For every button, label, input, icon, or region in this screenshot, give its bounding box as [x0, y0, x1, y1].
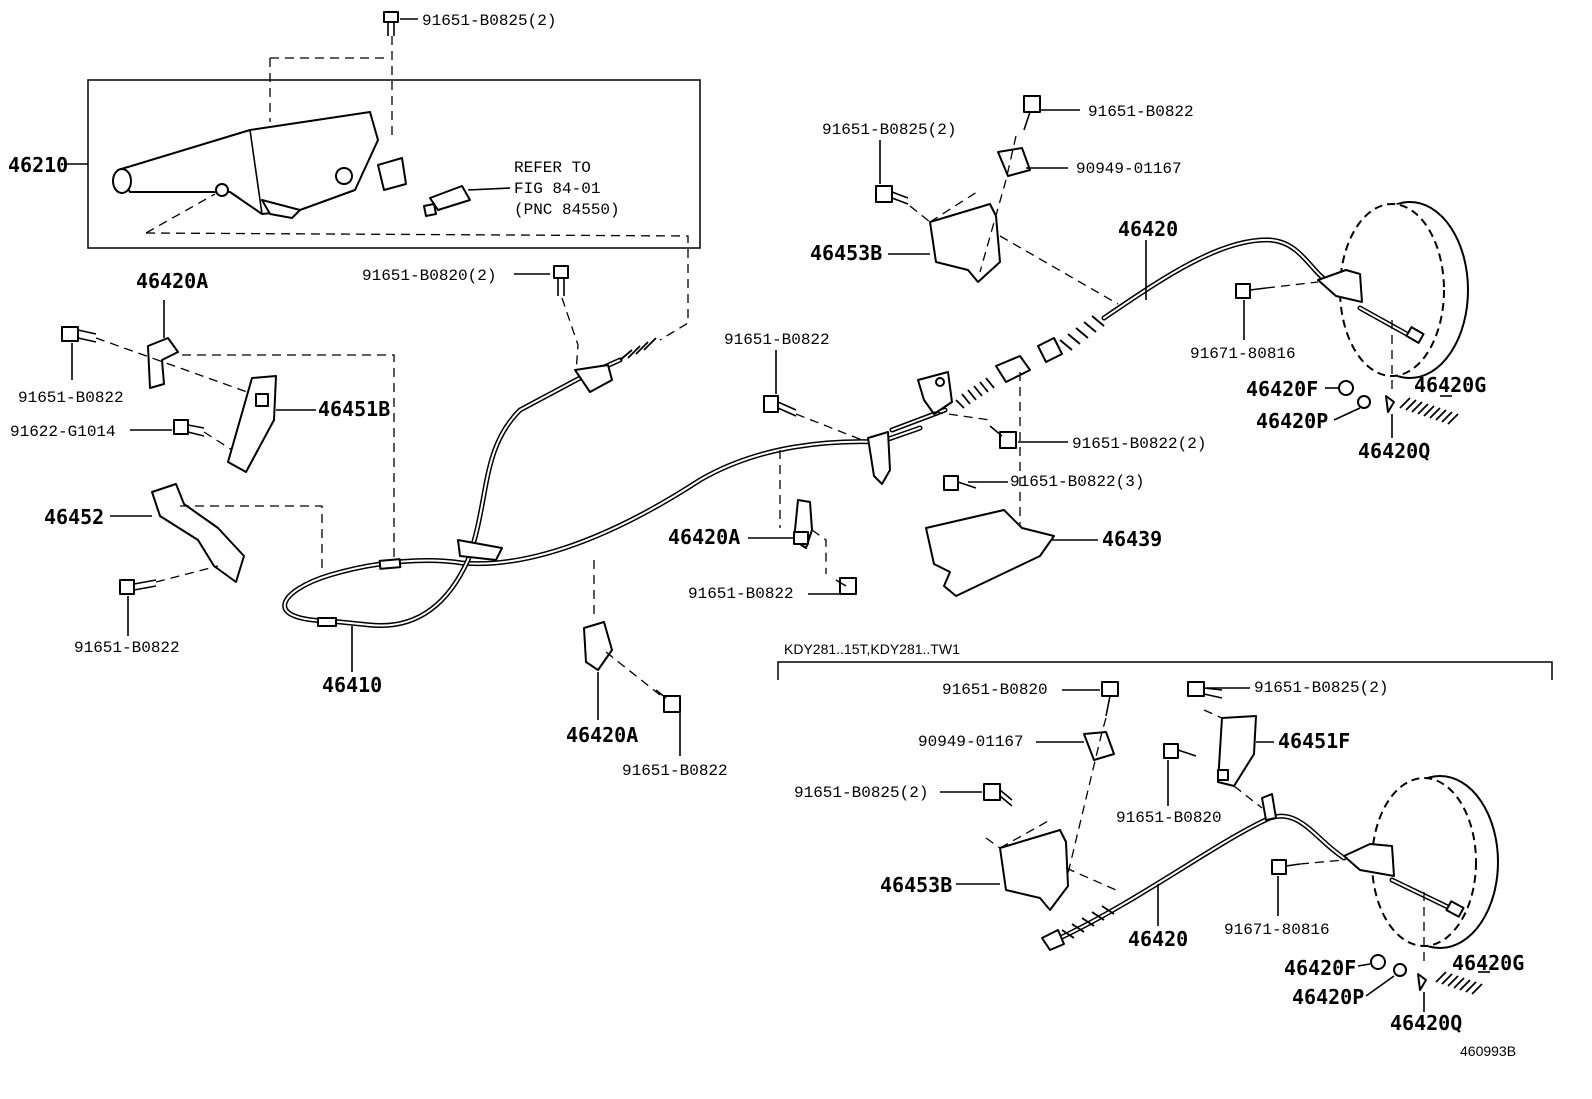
- bolt-icon: [1271, 859, 1301, 875]
- label-bolt-0820-b: 91651-B0820: [942, 681, 1048, 699]
- bracket-46439[interactable]: [925, 509, 1055, 597]
- bracket-46453B-lower[interactable]: [999, 829, 1069, 911]
- bolt-icon: [1187, 681, 1223, 699]
- label-bolt-80816-a: 91671-80816: [1190, 345, 1296, 363]
- label-bolt-0822-a: 91651-B0822: [18, 389, 124, 407]
- label-46420P-b: 46420P: [1292, 985, 1364, 1009]
- label-bolt-0820-c: 91651-B0820: [1116, 809, 1222, 827]
- variant-label: KDY281..15T,KDY281..TW1: [784, 641, 960, 657]
- label-bolt-80816-b: 91671-80816: [1224, 921, 1330, 939]
- label-clip-01167-b: 90949-01167: [918, 733, 1024, 751]
- label-46420A-3: 46420A: [668, 525, 740, 549]
- bracket-46451F[interactable]: [1217, 715, 1257, 787]
- bolt-icon: [655, 689, 681, 713]
- bracket-46420A-lower[interactable]: [583, 621, 613, 671]
- label-bolt-top: 91651-B0825(2): [422, 12, 556, 30]
- bracket-46453B-upper[interactable]: [929, 203, 1001, 283]
- label-46210: 46210: [8, 153, 68, 177]
- cable-bracket: [867, 431, 891, 485]
- bolt-icon: [1235, 283, 1267, 299]
- label-46452: 46452: [44, 505, 104, 529]
- refer-line-3: (PNC 84550): [514, 201, 620, 219]
- parking-brake-lever[interactable]: [112, 111, 379, 219]
- label-46420F-a: 46420F: [1246, 377, 1318, 401]
- label-bolt-0825-2a: 91651-B0825(2): [822, 121, 956, 139]
- bolt-icon: [989, 425, 1017, 449]
- label-bolt-0822-d: 91651-B0822: [724, 331, 830, 349]
- label-46439: 46439: [1102, 527, 1162, 551]
- bolt-icon: [1101, 681, 1119, 717]
- label-46451B: 46451B: [318, 397, 390, 421]
- label-46420F-b: 46420F: [1284, 956, 1356, 980]
- label-46453B-b: 46453B: [880, 873, 952, 897]
- label-46420P-a: 46420P: [1256, 409, 1328, 433]
- label-46420G-b: 46420G: [1452, 951, 1524, 975]
- cable-end-bracket-lower: [1343, 843, 1395, 877]
- bolt-icon: [875, 185, 909, 205]
- clip-90949-lower[interactable]: [1083, 731, 1115, 761]
- label-46420A-1: 46420A: [136, 269, 208, 293]
- bolt-icon: [61, 326, 97, 343]
- label-46420Q-a: 46420Q: [1358, 439, 1430, 463]
- cable-clamp: [574, 364, 613, 393]
- bracket-46420A-mid[interactable]: [793, 499, 813, 549]
- label-bolt-0825-2b: 91651-B0825(2): [794, 784, 928, 802]
- lever-switch[interactable]: [377, 157, 471, 217]
- label-clip-01167-a: 90949-01167: [1076, 160, 1182, 178]
- label-46420A-2: 46420A: [566, 723, 638, 747]
- clip-90949[interactable]: [997, 147, 1031, 177]
- figure-id: 460993B: [1460, 1043, 1516, 1059]
- label-bolt-0822-2: 91651-B0822(2): [1072, 435, 1206, 453]
- refer-line-1: REFER TO: [514, 159, 591, 177]
- cable-end-bracket: [1317, 269, 1363, 303]
- label-46420-a: 46420: [1118, 217, 1178, 241]
- bolt-icon: [763, 395, 797, 417]
- label-bolt-0825-2c: 91651-B0825(2): [1254, 679, 1388, 697]
- bracket-46451B[interactable]: [227, 375, 277, 473]
- bolt-icon: [383, 11, 399, 36]
- bolt-icon: [835, 577, 857, 595]
- label-46420G-a: 46420G: [1414, 373, 1486, 397]
- label-bolt-0820-2: 91651-B0820(2): [362, 267, 496, 285]
- bolt-icon: [553, 265, 569, 296]
- label-bolt-0822-c: 91651-B0822: [622, 762, 728, 780]
- bracket-46452[interactable]: [151, 483, 245, 583]
- label-46453B-a: 46453B: [810, 241, 882, 265]
- label-46420-b: 46420: [1128, 927, 1188, 951]
- adjuster-nut: [1338, 380, 1354, 396]
- label-46410: 46410: [322, 673, 382, 697]
- bolt-icon: [1163, 743, 1197, 759]
- bolt-icon: [173, 419, 205, 437]
- bolt-icon: [119, 579, 157, 595]
- label-bolt-0822-b: 91651-B0822: [74, 639, 180, 657]
- label-bolt-0822-f: 91651-B0822: [1088, 103, 1194, 121]
- bolt-icon: [1023, 95, 1041, 131]
- bolt-icon: [983, 783, 1013, 807]
- label-bolt-0822-e: 91651-B0822: [688, 585, 794, 603]
- refer-line-2: FIG 84-01: [514, 180, 600, 198]
- bracket-46420A[interactable]: [147, 337, 179, 389]
- equalizer[interactable]: [917, 371, 953, 415]
- label-bolt-0822-3: 91651-B0822(3): [1010, 473, 1144, 491]
- bolt-icon: [943, 475, 977, 491]
- label-46420Q-b: 46420Q: [1390, 1011, 1462, 1035]
- brake-drum-lower[interactable]: [1371, 775, 1499, 949]
- label-46451F: 46451F: [1278, 729, 1350, 753]
- cable-guide: [457, 539, 503, 561]
- label-bolt-g1014: 91622-G1014: [10, 423, 116, 441]
